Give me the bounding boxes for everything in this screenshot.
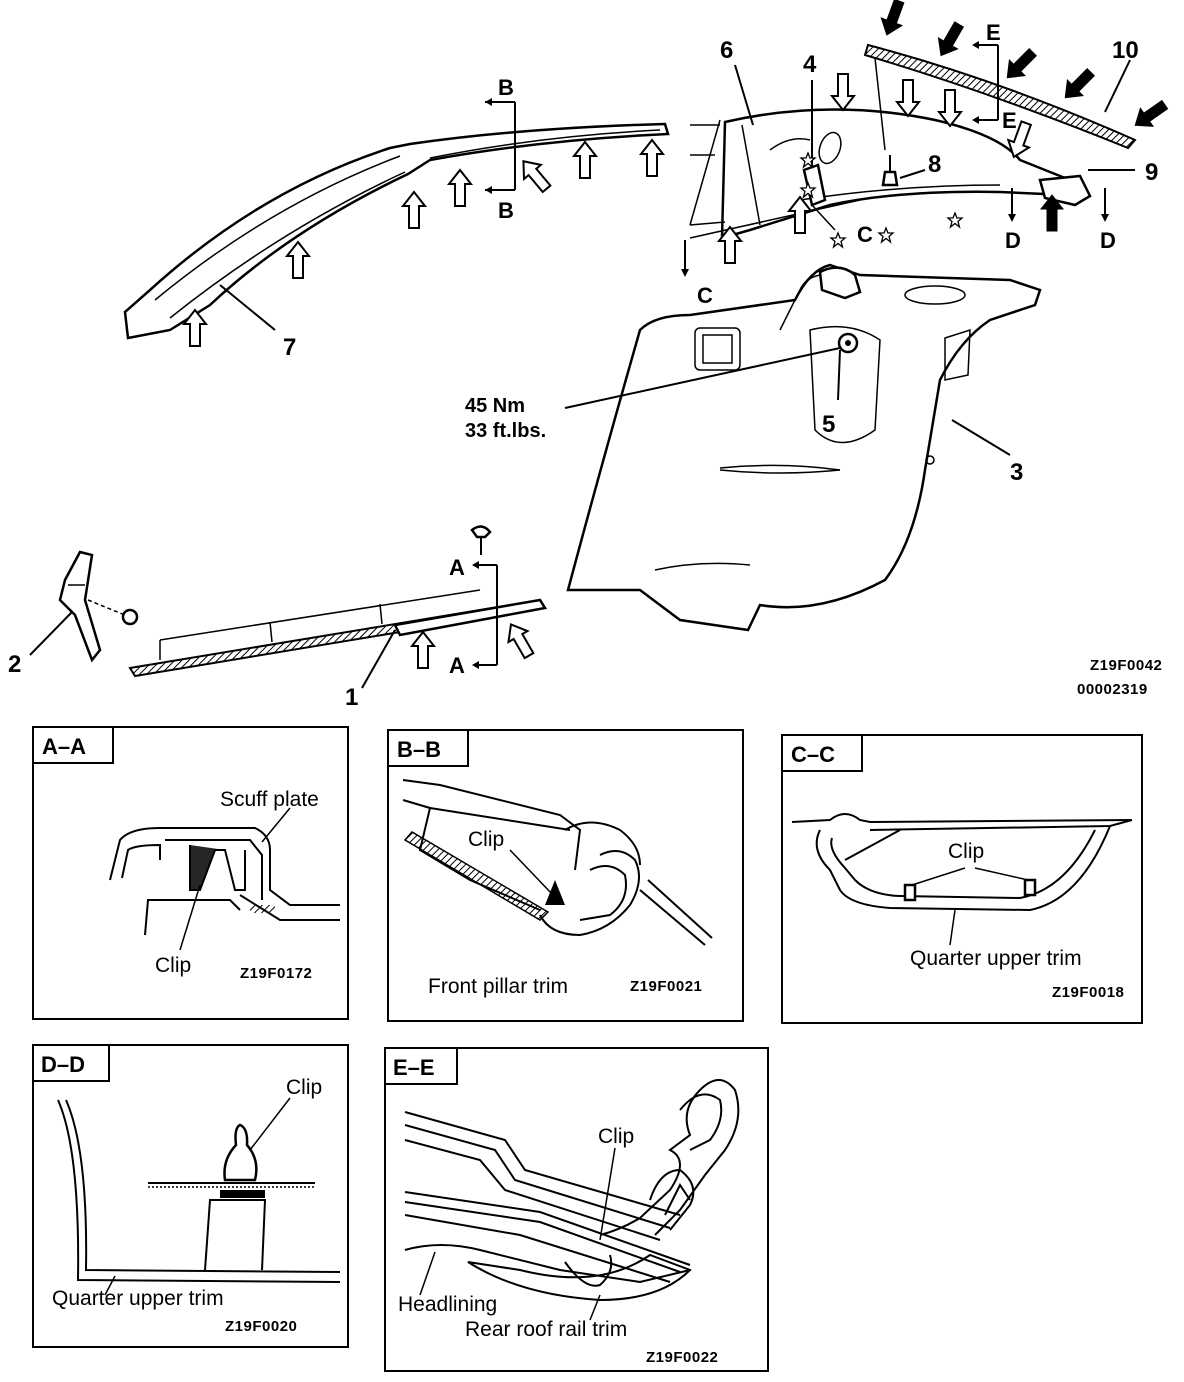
detail-a-a-code: Z19F0172 [240,965,312,982]
callout-1: 1 [345,684,358,711]
quarter-trim-part-3 [566,263,1042,632]
detail-d-d-clip: Clip [286,1076,322,1099]
section-e-top: E [986,20,1001,45]
bolt-part-5 [837,332,859,401]
section-a-marks [472,561,498,669]
callout-10: 10 [1112,37,1139,64]
section-e-marks [874,41,999,151]
torque-leader-line [564,347,841,409]
section-d-left: D [1005,228,1021,253]
callout-9: 9 [1145,159,1158,186]
figure-code-main: Z19F0042 [1090,657,1162,674]
section-b-top: B [498,75,514,100]
detail-a-a-clip: Clip [155,954,191,977]
callout-6: 6 [720,37,733,64]
detail-a-a-scuff-plate: Scuff plate [220,788,319,811]
detail-b-b-code: Z19F0021 [630,978,702,995]
section-b-bottom: B [498,198,514,223]
section-e-bottom: E [1002,108,1017,133]
section-c-right: C [857,222,873,247]
callout-3: 3 [1010,459,1023,486]
detail-e-e-rear-roof-rail-trim: Rear roof rail trim [465,1318,627,1341]
callout-2: 2 [8,651,21,678]
detail-c-c-code: Z19F0018 [1052,984,1124,1001]
detail-c-c-clip: Clip [948,840,984,863]
detail-b-b-clip: Clip [468,828,504,851]
detail-e-e-code: Z19F0022 [646,1349,718,1366]
figure-code-sub: 00002319 [1077,681,1148,698]
detail-panel-b-b: B–B Clip Front pillar trim Z19F0021 [387,729,744,1022]
callout-4: 4 [803,51,817,78]
torque-nm: 45 Nm [465,395,525,417]
front-pillar-trim-part-7 [123,122,670,347]
section-d-right: D [1100,228,1116,253]
screw-scuff [470,525,492,555]
detail-d-d-title: D–D [41,1052,85,1077]
callout-labels: 1 2 3 4 5 6 7 8 9 10 B B A A C C D D E E… [8,20,1162,711]
detail-panel-c-c: C–C Clip Quarter upper trim Z19F0018 [781,734,1143,1024]
cowl-side-trim-part-2 [29,550,139,663]
callout-7: 7 [283,334,296,361]
detail-e-e-title: E–E [393,1055,435,1080]
section-b-marks [485,98,516,194]
detail-e-e-clip: Clip [598,1125,634,1148]
detail-panel-d-d: D–D Clip Quarter upper trim Z19F0020 [32,1044,349,1348]
rear-roof-rail-trim-part-10 [863,43,1137,150]
callout-8: 8 [928,151,941,178]
section-a-top: A [449,555,465,580]
detail-e-e-headlining: Headlining [398,1293,497,1316]
detail-c-c-title: C–C [791,742,835,767]
detail-c-c-quarter-upper-trim: Quarter upper trim [910,947,1082,970]
section-c-left: C [697,283,713,308]
callout-5: 5 [822,411,835,438]
section-d-marks [1008,188,1109,222]
torque-ftlbs: 33 ft.lbs. [465,420,546,442]
screw-part-8 [881,155,926,187]
scuff-plate-part-1 [128,589,548,689]
detail-a-a-title: A–A [42,734,86,759]
detail-b-b-title: B–B [397,737,441,762]
detail-b-b-front-pillar-trim: Front pillar trim [428,975,568,998]
detail-panel-a-a: A–A Scuff plate Clip Z19F0172 [32,726,349,1020]
section-a-bottom: A [449,653,465,678]
detail-d-d-code: Z19F0020 [225,1318,297,1335]
section-c-marks [681,199,861,277]
detail-d-d-quarter-upper-trim: Quarter upper trim [52,1287,224,1310]
detail-panel-e-e: E–E Clip Headlining Rear roof rail trim … [384,1047,769,1372]
